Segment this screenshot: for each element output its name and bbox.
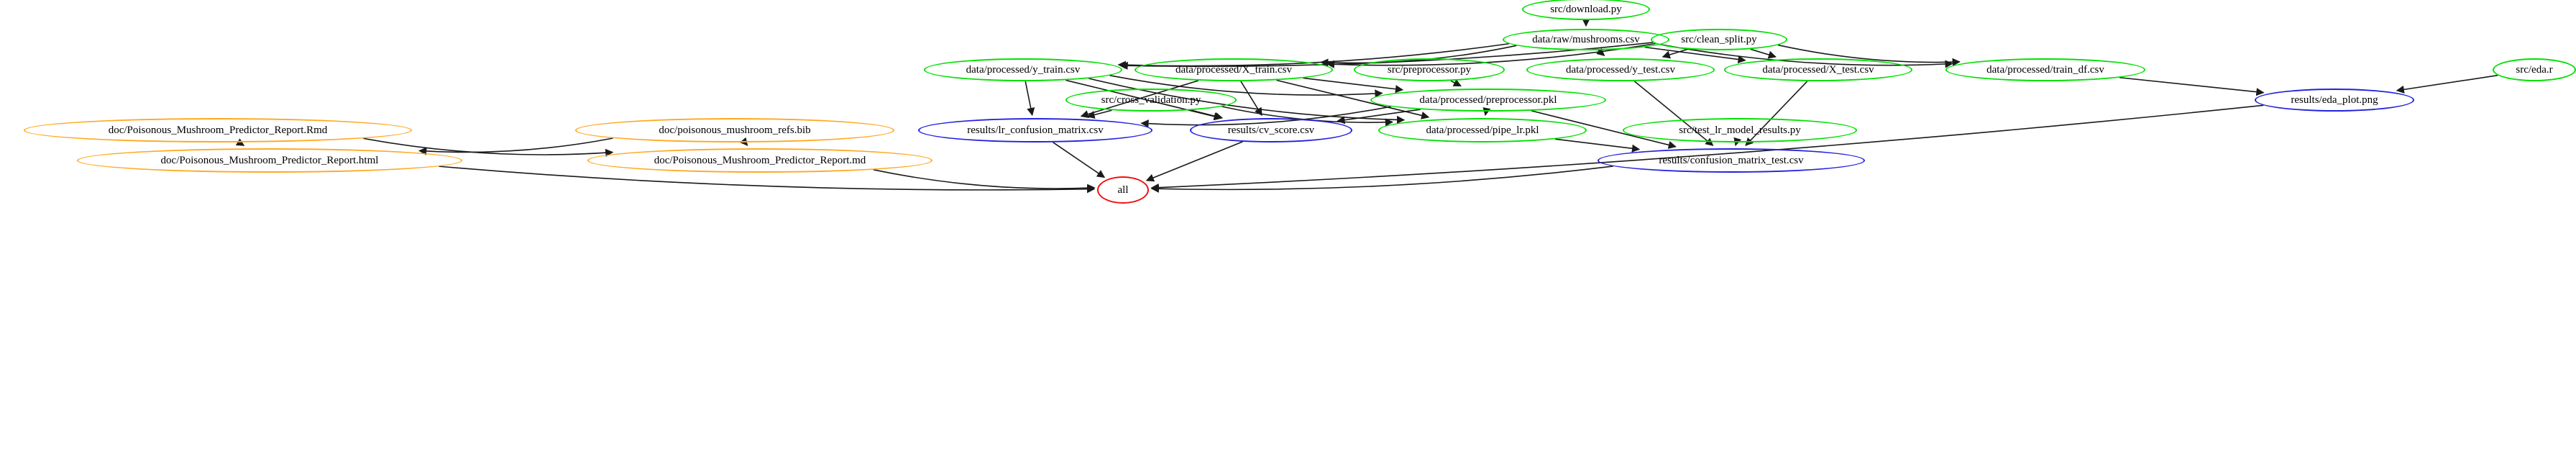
graph-node-label: data/raw/mushrooms.csv bbox=[1532, 33, 1640, 45]
graph-node-label: data/processed/y_test.csv bbox=[1565, 63, 1676, 76]
graph-edge-mushrooms-to-X_test bbox=[1644, 46, 1746, 64]
graph-node-label: doc/Poisonous_Mushroom_Predictor_Report.… bbox=[108, 124, 328, 136]
graph-edge-report_html-to-all bbox=[439, 166, 1096, 194]
graph-node-y_test[interactable]: data/processed/y_test.csv bbox=[1526, 58, 1715, 81]
graph-node-label: doc/poisonous_mushroom_refs.bib bbox=[659, 124, 811, 136]
graph-node-lr_conf[interactable]: results/lr_confusion_matrix.csv bbox=[918, 118, 1152, 142]
graph-edge-conf_test-to-all bbox=[1150, 166, 1613, 193]
graph-node-label: src/download.py bbox=[1550, 3, 1622, 15]
graph-node-label: src/cross_validation.py bbox=[1101, 94, 1201, 106]
graph-node-label: results/confusion_matrix_test.csv bbox=[1659, 154, 1804, 166]
graph-edge-clean_split-to-y_test bbox=[1661, 48, 1688, 59]
graph-node-label: data/processed/X_test.csv bbox=[1762, 63, 1874, 76]
graph-edge-cross_val-to-cv_score bbox=[1191, 109, 1224, 120]
graph-edge-report_rmd-to-report_html bbox=[235, 138, 245, 146]
graph-edge-X_train-to-preproc_pkl bbox=[1303, 77, 1404, 94]
graph-node-eda_r[interactable]: src/eda.r bbox=[2493, 58, 2576, 81]
graph-node-label: all bbox=[1117, 184, 1129, 196]
graph-node-label: src/clean_split.py bbox=[1681, 33, 1757, 45]
graph-node-label: data/processed/X_train.csv bbox=[1175, 63, 1293, 76]
graph-node-report_html[interactable]: doc/Poisonous_Mushroom_Predictor_Report.… bbox=[77, 148, 462, 173]
graph-edge-preproc_pkl-to-pipe_lr bbox=[1482, 107, 1491, 117]
graph-edge-y_train-to-preproc_pkl bbox=[1109, 75, 1383, 98]
graph-node-label: results/cv_score.csv bbox=[1227, 124, 1315, 136]
graph-edge-preproc_pkl-to-cv_score bbox=[1337, 109, 1421, 125]
graph-node-preproc_pkl[interactable]: data/processed/preprocessor.pkl bbox=[1370, 89, 1606, 112]
graph-node-label: results/lr_confusion_matrix.csv bbox=[967, 124, 1104, 136]
graph-edge-y_train-to-lr_conf bbox=[1025, 81, 1035, 117]
graph-edge-X_train-to-cv_score bbox=[1240, 81, 1262, 117]
graph-node-eda_plot[interactable]: results/eda_plot.png bbox=[2255, 89, 2414, 112]
graph-node-label: results/eda_plot.png bbox=[2291, 94, 2378, 106]
graph-edge-refs_bib-to-report_md bbox=[739, 137, 748, 146]
graph-node-pipe_lr[interactable]: data/processed/pipe_lr.pkl bbox=[1378, 118, 1587, 142]
graph-node-report_rmd[interactable]: doc/Poisonous_Mushroom_Predictor_Report.… bbox=[24, 118, 412, 142]
graph-node-clean_split[interactable]: src/clean_split.py bbox=[1651, 29, 1787, 50]
graph-edge-preproc_pkl-to-conf_test bbox=[1531, 110, 1677, 149]
graph-node-train_df[interactable]: data/processed/train_df.csv bbox=[1945, 58, 2145, 81]
graph-edge-pipe_lr-to-conf_test bbox=[1554, 138, 1641, 153]
graph-node-label: doc/Poisonous_Mushroom_Predictor_Report.… bbox=[654, 154, 866, 166]
graph-node-label: data/processed/train_df.csv bbox=[1986, 63, 2104, 76]
graph-node-all[interactable]: all bbox=[1097, 176, 1149, 204]
graph-edge-cv_score-to-all bbox=[1145, 141, 1243, 182]
graph-node-cv_score[interactable]: results/cv_score.csv bbox=[1190, 118, 1352, 142]
graph-edge-preprocessor_py-to-preproc_pkl bbox=[1450, 78, 1462, 87]
graph-node-label: src/preprocessor.py bbox=[1387, 63, 1472, 76]
graph-node-X_test[interactable]: data/processed/X_test.csv bbox=[1724, 58, 1912, 81]
graph-node-refs_bib[interactable]: doc/poisonous_mushroom_refs.bib bbox=[575, 118, 894, 142]
graph-node-label: data/processed/pipe_lr.pkl bbox=[1426, 124, 1539, 136]
graph-edge-refs_bib-to-report_html bbox=[418, 137, 613, 155]
graph-node-preprocessor_py[interactable]: src/preprocessor.py bbox=[1354, 58, 1505, 81]
graph-node-y_train[interactable]: data/processed/y_train.csv bbox=[924, 58, 1122, 81]
graph-node-report_md[interactable]: doc/Poisonous_Mushroom_Predictor_Report.… bbox=[587, 148, 932, 173]
graph-edge-clean_split-to-train_df bbox=[1777, 44, 1961, 66]
graph-edge-eda_r-to-eda_plot bbox=[2396, 74, 2498, 94]
graph-node-label: doc/Poisonous_Mushroom_Predictor_Report.… bbox=[160, 154, 379, 166]
graph-node-label: data/processed/y_train.csv bbox=[966, 63, 1081, 76]
graph-node-mushrooms[interactable]: data/raw/mushrooms.csv bbox=[1503, 29, 1669, 50]
graph-edge-cross_val-to-lr_conf bbox=[1086, 109, 1112, 119]
graph-edge-lr_conf-to-all bbox=[1053, 142, 1106, 178]
graph-edge-X_train-to-pipe_lr bbox=[1276, 79, 1430, 119]
graph-edge-report_rmd-to-report_md bbox=[363, 137, 614, 157]
graph-edge-train_df-to-eda_plot bbox=[2119, 76, 2265, 96]
graph-edge-report_md-to-all bbox=[873, 169, 1096, 192]
graph-edge-clean_split-to-X_test bbox=[1750, 48, 1777, 59]
graph-node-label: data/processed/preprocessor.pkl bbox=[1419, 94, 1557, 106]
graph-node-label: src/eda.r bbox=[2516, 63, 2553, 76]
graph-node-conf_test[interactable]: results/confusion_matrix_test.csv bbox=[1598, 148, 1865, 173]
graph-edge-mushrooms-to-y_test bbox=[1596, 47, 1605, 57]
graph-node-download[interactable]: src/download.py bbox=[1522, 0, 1650, 20]
graph-node-label: src/test_lr_model_results.py bbox=[1679, 124, 1801, 136]
graph-node-test_lr[interactable]: src/test_lr_model_results.py bbox=[1623, 118, 1857, 142]
graph-node-cross_val[interactable]: src/cross_validation.py bbox=[1065, 89, 1237, 112]
graph-node-X_train[interactable]: data/processed/X_train.csv bbox=[1135, 58, 1333, 81]
